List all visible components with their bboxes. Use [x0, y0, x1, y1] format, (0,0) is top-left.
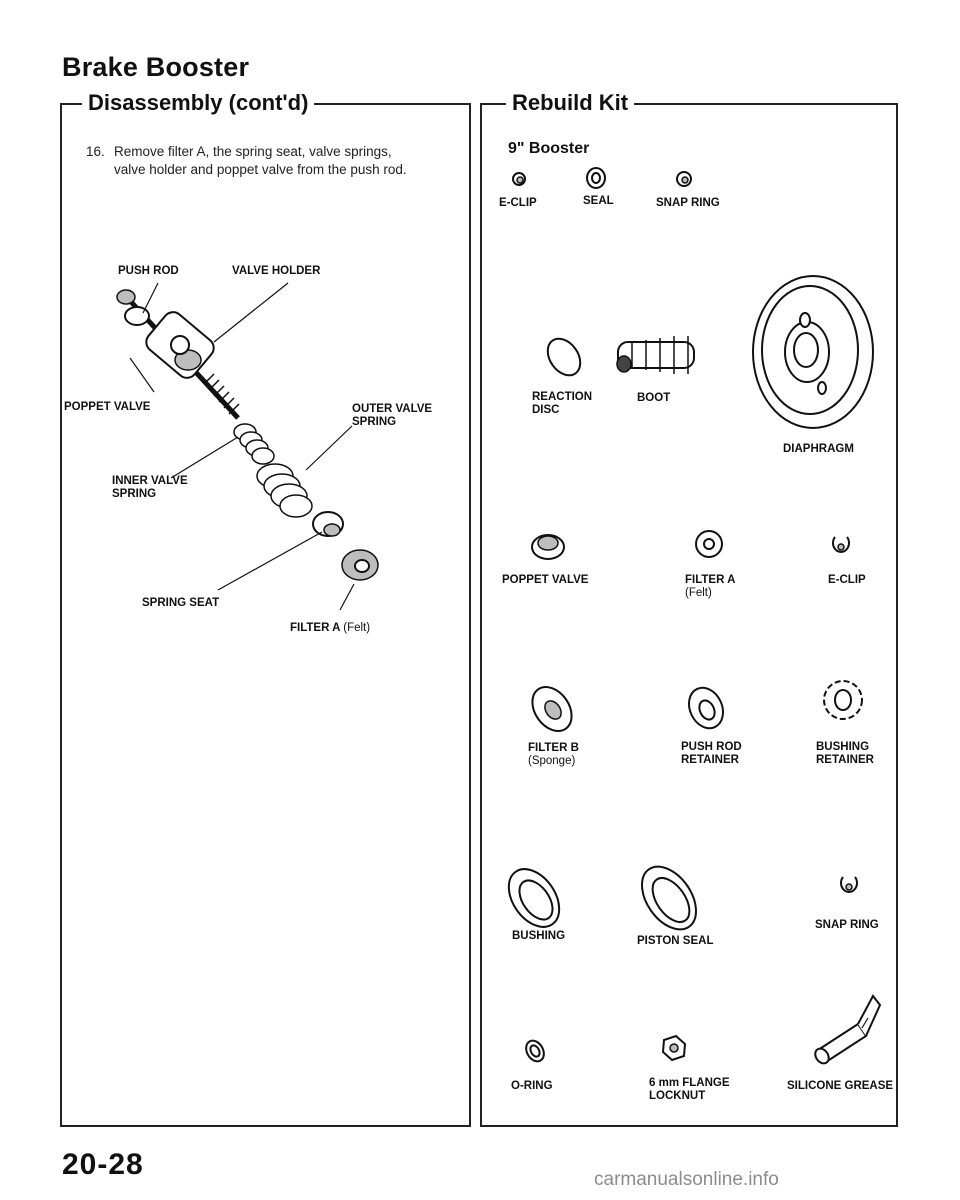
label-filter-a-note: (Felt) [343, 622, 371, 634]
label-silicone-grease: SILICONE GREASE [787, 1080, 894, 1092]
label-inner-valve-spring-line2: SPRING [112, 488, 157, 500]
booster-size-subheading: 9" Booster [508, 140, 590, 157]
label-poppet-valve: POPPET VALVE [64, 401, 151, 413]
step-line-2: valve holder and poppet valve from the p… [114, 162, 407, 177]
e-clip-top-icon [512, 172, 526, 186]
bushing-icon [507, 868, 561, 928]
label-flange-locknut-line2: LOCKNUT [649, 1090, 706, 1102]
filter-a-part-icon [695, 530, 723, 558]
label-diaphragm: DIAPHRAGM [783, 443, 854, 455]
label-push-rod: PUSH ROD [118, 265, 179, 277]
label-snap-ring-top: SNAP RING [656, 197, 720, 209]
watermark: carmanualsonline.info [594, 1169, 779, 1190]
page-title: Brake Booster [62, 52, 250, 82]
diaphragm-icon [752, 275, 874, 429]
label-push-rod-retainer: PUSH ROD RETAINER [681, 741, 742, 767]
label-filter-b: FILTER B (Sponge) [528, 742, 579, 768]
label-reaction-disc-line1: REACTION [532, 391, 593, 403]
label-push-rod-retainer-line2: RETAINER [681, 754, 739, 766]
label-bushing-retainer-line2: RETAINER [816, 754, 874, 766]
poppet-valve-part-icon [531, 534, 565, 560]
seal-icon [586, 167, 606, 189]
reaction-disc-icon [546, 337, 582, 377]
label-boot: BOOT [637, 392, 671, 404]
disassembly-heading: Disassembly (cont'd) [82, 85, 315, 121]
label-poppet-valve-part: POPPET VALVE [502, 574, 589, 586]
label-filter-a-text: FILTER A [290, 622, 341, 634]
label-filter-a-part: FILTER A (Felt) [685, 574, 735, 600]
boot-icon [616, 336, 695, 374]
label-valve-holder: VALVE HOLDER [232, 265, 321, 277]
label-filter-b-note: (Sponge) [528, 755, 576, 767]
label-reaction-disc-line2: DISC [532, 404, 560, 416]
label-flange-locknut-line1: 6 mm FLANGE [649, 1077, 730, 1089]
label-outer-valve-spring-line1: OUTER VALVE [352, 403, 433, 415]
filter-b-icon [531, 686, 573, 732]
step-number: 16. [86, 144, 105, 159]
label-seal: SEAL [583, 195, 614, 207]
label-reaction-disc: REACTION DISC [532, 391, 592, 417]
label-snap-ring-bottom: SNAP RING [815, 919, 879, 931]
disassembly-panel: Disassembly (cont'd) [60, 85, 471, 1127]
label-e-clip-top: E-CLIP [499, 197, 537, 209]
label-spring-seat: SPRING SEAT [142, 597, 220, 609]
snap-ring-top-icon [676, 171, 692, 187]
rebuild-kit-heading: Rebuild Kit [506, 85, 635, 121]
label-inner-valve-spring-line1: INNER VALVE [112, 475, 188, 487]
label-bushing-retainer-line1: BUSHING [816, 741, 870, 753]
flange-locknut-icon [661, 1034, 687, 1062]
o-ring-icon [525, 1039, 545, 1063]
label-bushing: BUSHING [512, 930, 566, 942]
piston-seal-icon [641, 865, 697, 931]
step-16-instruction: 16. Remove filter A, the spring seat, val… [86, 143, 458, 179]
label-push-rod-retainer-line1: PUSH ROD [681, 741, 742, 753]
label-inner-valve-spring: INNER VALVE SPRING [112, 475, 188, 501]
label-filter-b-line1: FILTER B [528, 742, 579, 754]
push-rod-retainer-icon [687, 686, 725, 730]
step-line-1: Remove filter A, the spring seat, valve … [114, 144, 392, 159]
label-filter-a-part-note: (Felt) [685, 587, 712, 599]
label-outer-valve-spring-line2: SPRING [352, 416, 397, 428]
e-clip-mid-icon [832, 536, 850, 553]
label-outer-valve-spring: OUTER VALVE SPRING [352, 403, 432, 429]
label-piston-seal: PISTON SEAL [637, 935, 714, 947]
silicone-grease-icon [814, 994, 882, 1065]
label-bushing-retainer: BUSHING RETAINER [816, 741, 874, 767]
label-filter-a: FILTER A (Felt) [290, 622, 370, 635]
push-rod-assembly-illustration [116, 282, 379, 611]
label-e-clip-mid: E-CLIP [828, 574, 866, 586]
label-flange-locknut: 6 mm FLANGE LOCKNUT [649, 1077, 730, 1103]
label-o-ring: O-RING [511, 1080, 553, 1092]
rebuild-kit-panel: Rebuild Kit [480, 85, 898, 1127]
snap-ring-bottom-icon [840, 876, 858, 893]
page-number: 20-28 [62, 1148, 144, 1181]
bushing-retainer-icon [823, 680, 863, 720]
label-filter-a-part-line1: FILTER A [685, 574, 736, 586]
